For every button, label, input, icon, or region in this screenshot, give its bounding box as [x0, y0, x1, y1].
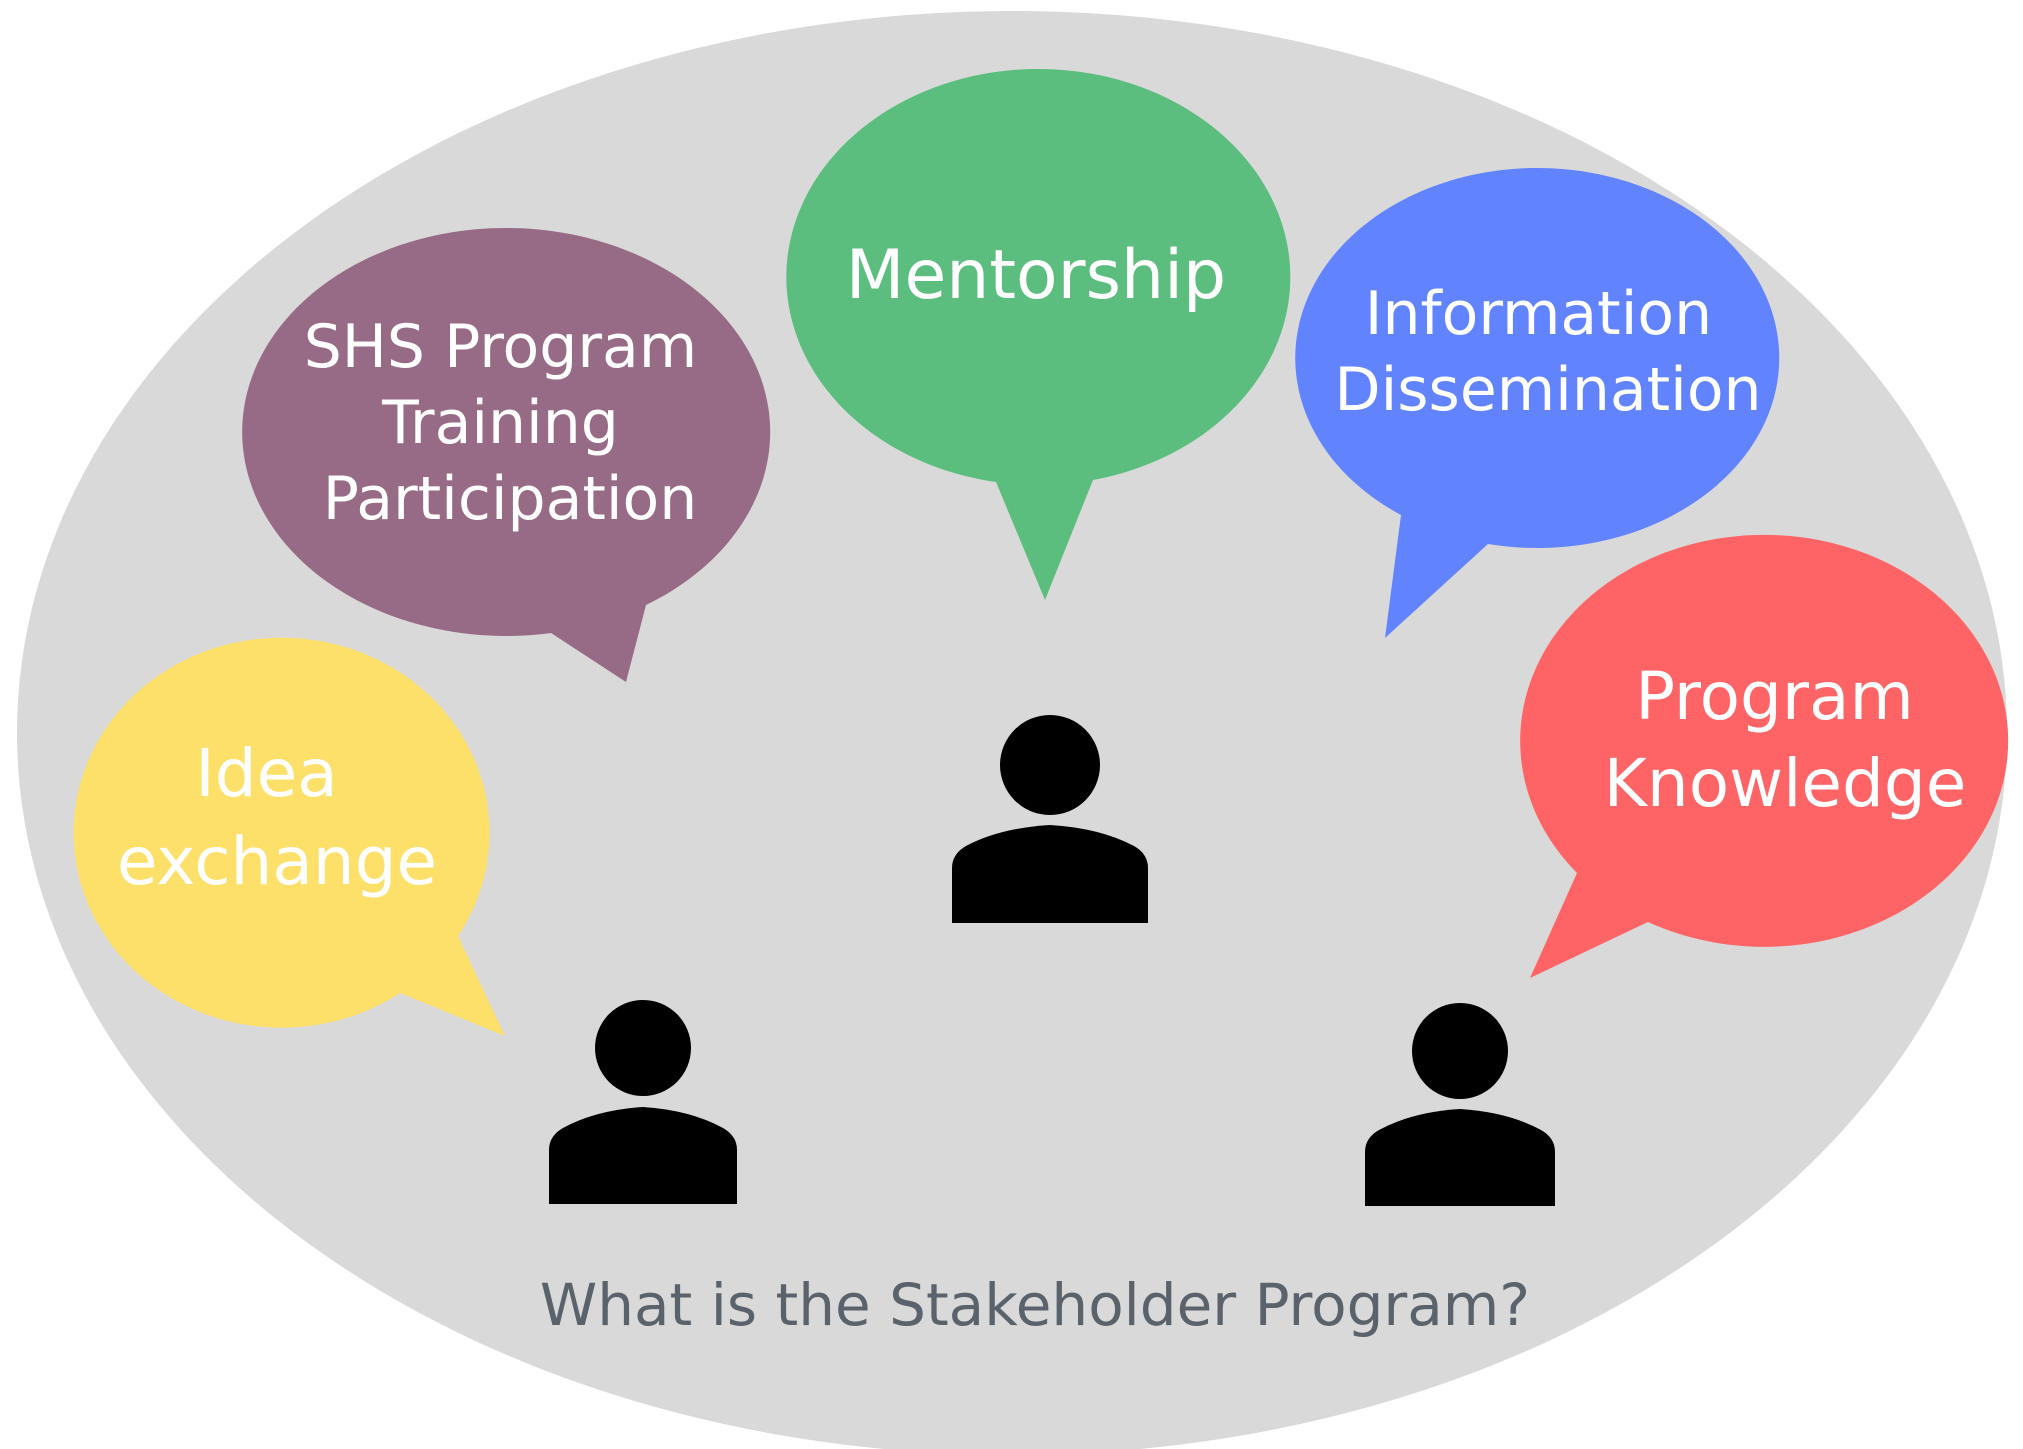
bubble-idea-exchange-line: exchange: [117, 823, 437, 900]
bubble-mentorship-text: Mentorship: [846, 236, 1226, 315]
person-icon: [549, 1000, 737, 1204]
bubble-program-knowledge: Program Knowledge: [1520, 534, 2009, 978]
bubble-program-knowledge-text: Program Knowledge: [1604, 658, 1967, 822]
bubble-shs-training-shape: [242, 227, 771, 682]
bubble-shs-training: SHS Program Training Participation: [242, 227, 771, 682]
bubble-shs-training-line: SHS Program: [304, 312, 698, 382]
bubble-mentorship: Mentorship: [786, 68, 1291, 600]
bubble-idea-exchange: Idea exchange: [73, 637, 505, 1036]
bubble-information-dissemination-text: Information Dissemination: [1334, 279, 1761, 425]
bubble-idea-exchange-shape: [73, 637, 505, 1036]
bubble-mentorship-shape: [786, 68, 1291, 600]
bubble-mentorship-line: Mentorship: [846, 236, 1226, 315]
bubble-idea-exchange-line: Idea: [195, 735, 337, 812]
bubble-program-knowledge-shape: [1520, 534, 2009, 978]
person-icon: [952, 715, 1148, 923]
bubble-shs-training-line: Participation: [323, 464, 698, 534]
bubble-shs-training-line: Training: [381, 388, 619, 458]
bubble-information-dissemination-shape: [1295, 167, 1780, 639]
diagram-caption: What is the Stakeholder Program?: [540, 1271, 1530, 1339]
bubble-idea-exchange-text: Idea exchange: [117, 735, 437, 900]
bubble-information-dissemination: Information Dissemination: [1295, 167, 1780, 639]
bubble-information-dissemination-line: Dissemination: [1334, 355, 1761, 425]
bubble-program-knowledge-line: Knowledge: [1604, 745, 1967, 822]
bubble-program-knowledge-line: Program: [1635, 658, 1913, 735]
bubble-shs-training-text: SHS Program Training Participation: [304, 312, 717, 534]
person-icon: [1365, 1003, 1555, 1206]
bubble-information-dissemination-line: Information: [1365, 279, 1712, 349]
